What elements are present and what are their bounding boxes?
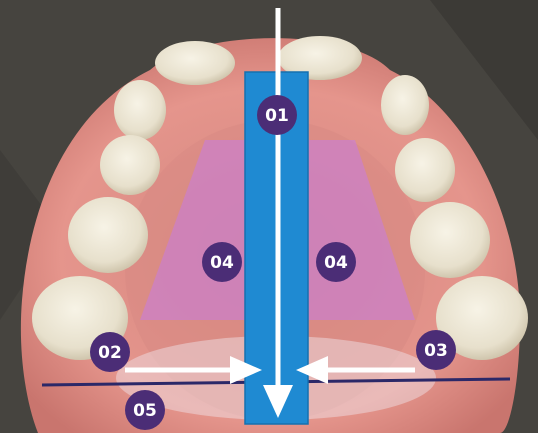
badge-label: 03 bbox=[424, 341, 448, 361]
badge-04-left: 04 bbox=[202, 242, 242, 282]
badge-02: 02 bbox=[90, 332, 130, 372]
badge-04-right: 04 bbox=[316, 242, 356, 282]
badge-03: 03 bbox=[416, 330, 456, 370]
tooth bbox=[100, 135, 160, 195]
badge-label: 05 bbox=[133, 401, 157, 421]
badge-label: 02 bbox=[98, 343, 122, 363]
tooth bbox=[68, 197, 148, 273]
tooth bbox=[114, 80, 166, 140]
badge-label: 04 bbox=[210, 253, 234, 273]
tooth bbox=[155, 41, 235, 85]
badge-label: 01 bbox=[265, 106, 289, 126]
badge-05: 05 bbox=[125, 390, 165, 430]
badge-label: 04 bbox=[324, 253, 348, 273]
tooth bbox=[395, 138, 455, 202]
badge-01: 01 bbox=[257, 95, 297, 135]
tooth bbox=[381, 75, 429, 135]
tooth bbox=[410, 202, 490, 278]
